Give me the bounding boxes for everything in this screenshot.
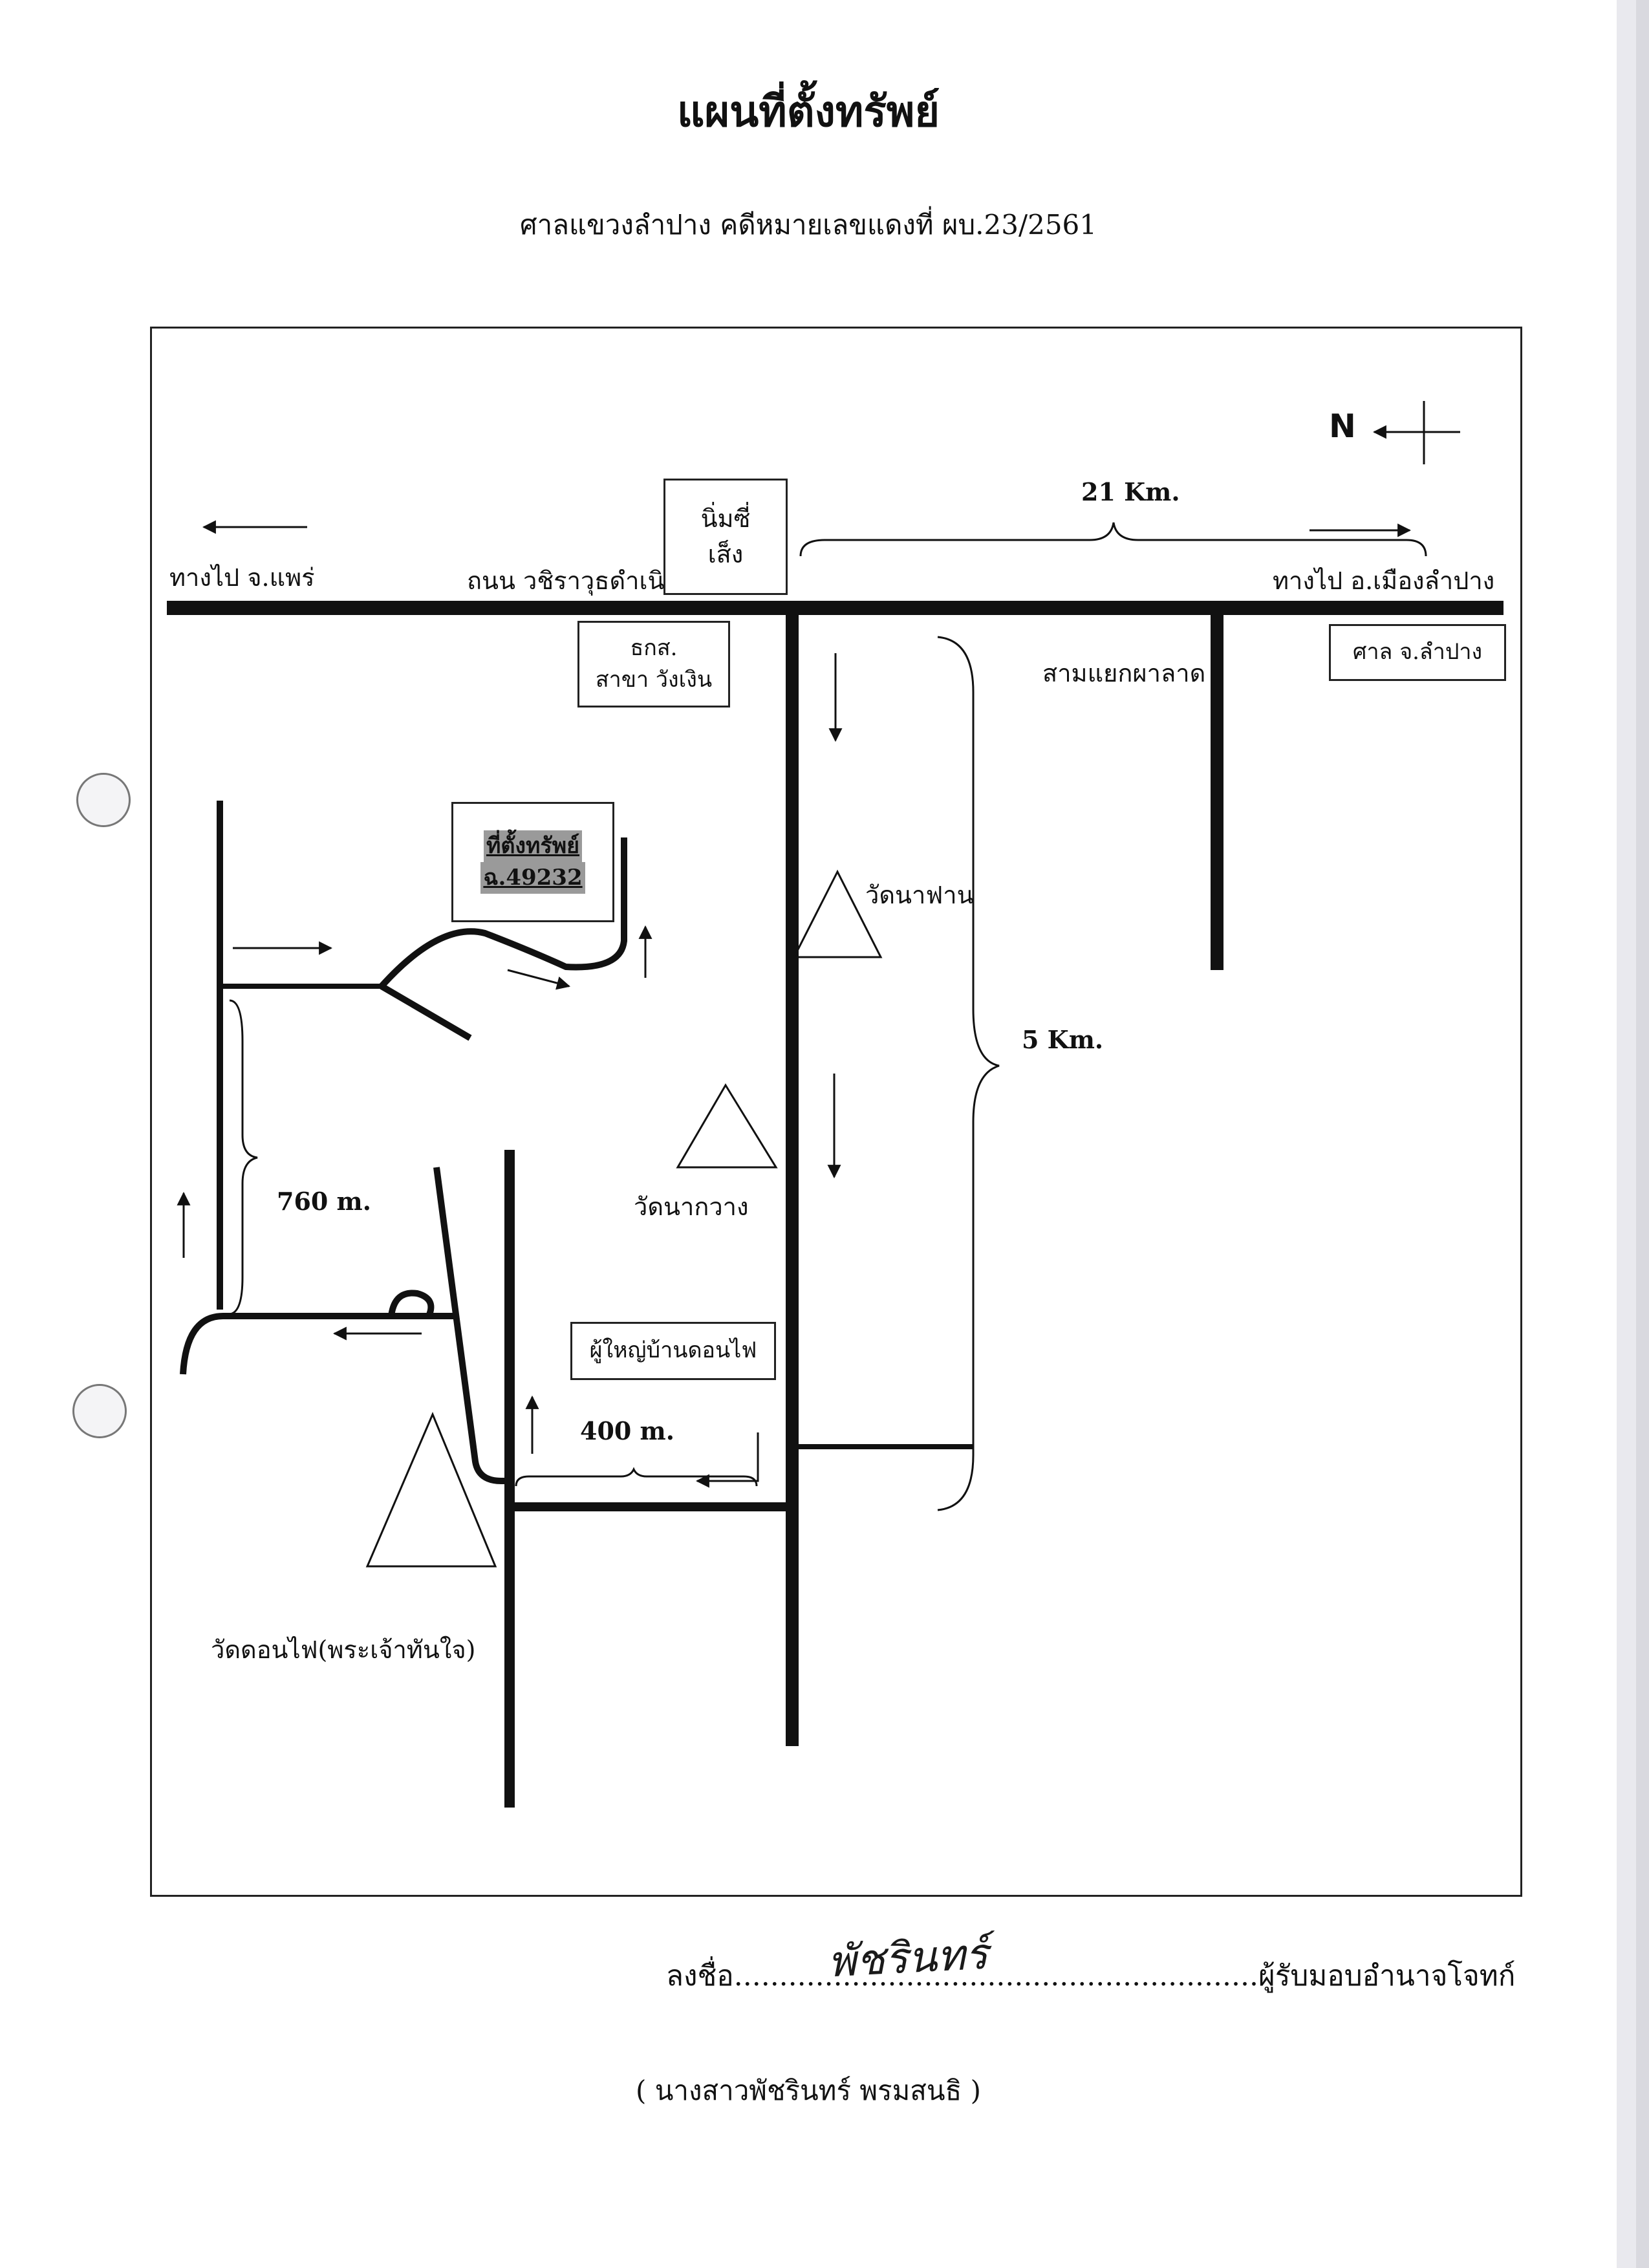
signature-role: ผู้รับมอบอำนาจโจทก์ <box>1258 1960 1516 1993</box>
lampang-court-landmark: ศาล จ.ลำปาง <box>1329 624 1506 681</box>
village-head-label: ผู้ใหญ่บ้านดอนไฟ <box>589 1337 757 1364</box>
baac-line1: ธกส. <box>630 634 678 661</box>
court-label: ศาล จ.ลำปาง <box>1352 639 1483 665</box>
punch-hole-top <box>76 773 131 827</box>
wat-nakwang-label: วัดนากวาง <box>634 1193 749 1221</box>
direction-arrows <box>177 425 1460 1488</box>
to-phrae-label: ทางไป จ.แพร่ <box>169 563 315 592</box>
property-location-box: ที่ตั้งทรัพย์ ฉ.49232 <box>451 802 614 922</box>
baac-line2: สาขา วังเงิน <box>595 667 713 693</box>
north-label: N <box>1329 407 1356 445</box>
page-title: แผนที่ตั้งทรัพย์ <box>676 86 940 136</box>
intersection-label: สามแยกผาลาด <box>1042 659 1206 687</box>
nimsee-line1: นิ่มซี่ <box>700 504 751 533</box>
distance-braces <box>229 522 1427 1511</box>
village-head-landmark: ผู้ใหญ่บ้านดอนไฟ <box>570 1322 776 1380</box>
map-frame <box>150 327 1522 1897</box>
page-edge-shadow <box>1636 0 1649 2268</box>
baac-branch-landmark: ธกส. สาขา วังเงิน <box>577 621 730 707</box>
property-deed-number: ฉ.49232 <box>480 862 585 894</box>
nimsee-seng-landmark: นิ่มซี่ เส็ง <box>663 479 788 595</box>
distance-21km-label: 21 Km. <box>1081 477 1180 506</box>
distance-760m-label: 760 m. <box>277 1187 371 1216</box>
signature-line: ลงชื่อ..................................… <box>666 1953 1515 1998</box>
punch-hole-bottom <box>72 1384 127 1438</box>
signature-prefix: ลงชื่อ <box>666 1960 734 1993</box>
wat-donfai-label: วัดดอนไฟ(พระเจ้าทันใจ) <box>211 1636 476 1664</box>
road-name-label: ถนน วชิราวุธดำเนิน <box>467 567 682 595</box>
signature-dots: ........................................… <box>733 1960 1258 1993</box>
side-roads <box>180 608 1223 1808</box>
property-label: ที่ตั้งทรัพย์ <box>483 830 583 862</box>
case-subtitle: ศาลแขวงลำปาง คดีหมายเลขแดงที่ ผบ.23/2561 <box>519 209 1097 241</box>
wat-nafan-label: วัดนาฟาน <box>865 881 974 909</box>
temple-triangles <box>365 869 883 1568</box>
nimsee-line2: เส็ง <box>707 540 744 568</box>
to-lampang-label: ทางไป อ.เมืองลำปาง <box>1273 567 1495 595</box>
printed-name: ( นางสาวพัชรินทร์ พรมสนธิ ) <box>635 2075 982 2106</box>
distance-400m-label: 400 m. <box>580 1416 674 1445</box>
handwritten-signature: พัชรินทร์ <box>826 1928 989 1987</box>
distance-5km-label: 5 Km. <box>1022 1025 1104 1054</box>
